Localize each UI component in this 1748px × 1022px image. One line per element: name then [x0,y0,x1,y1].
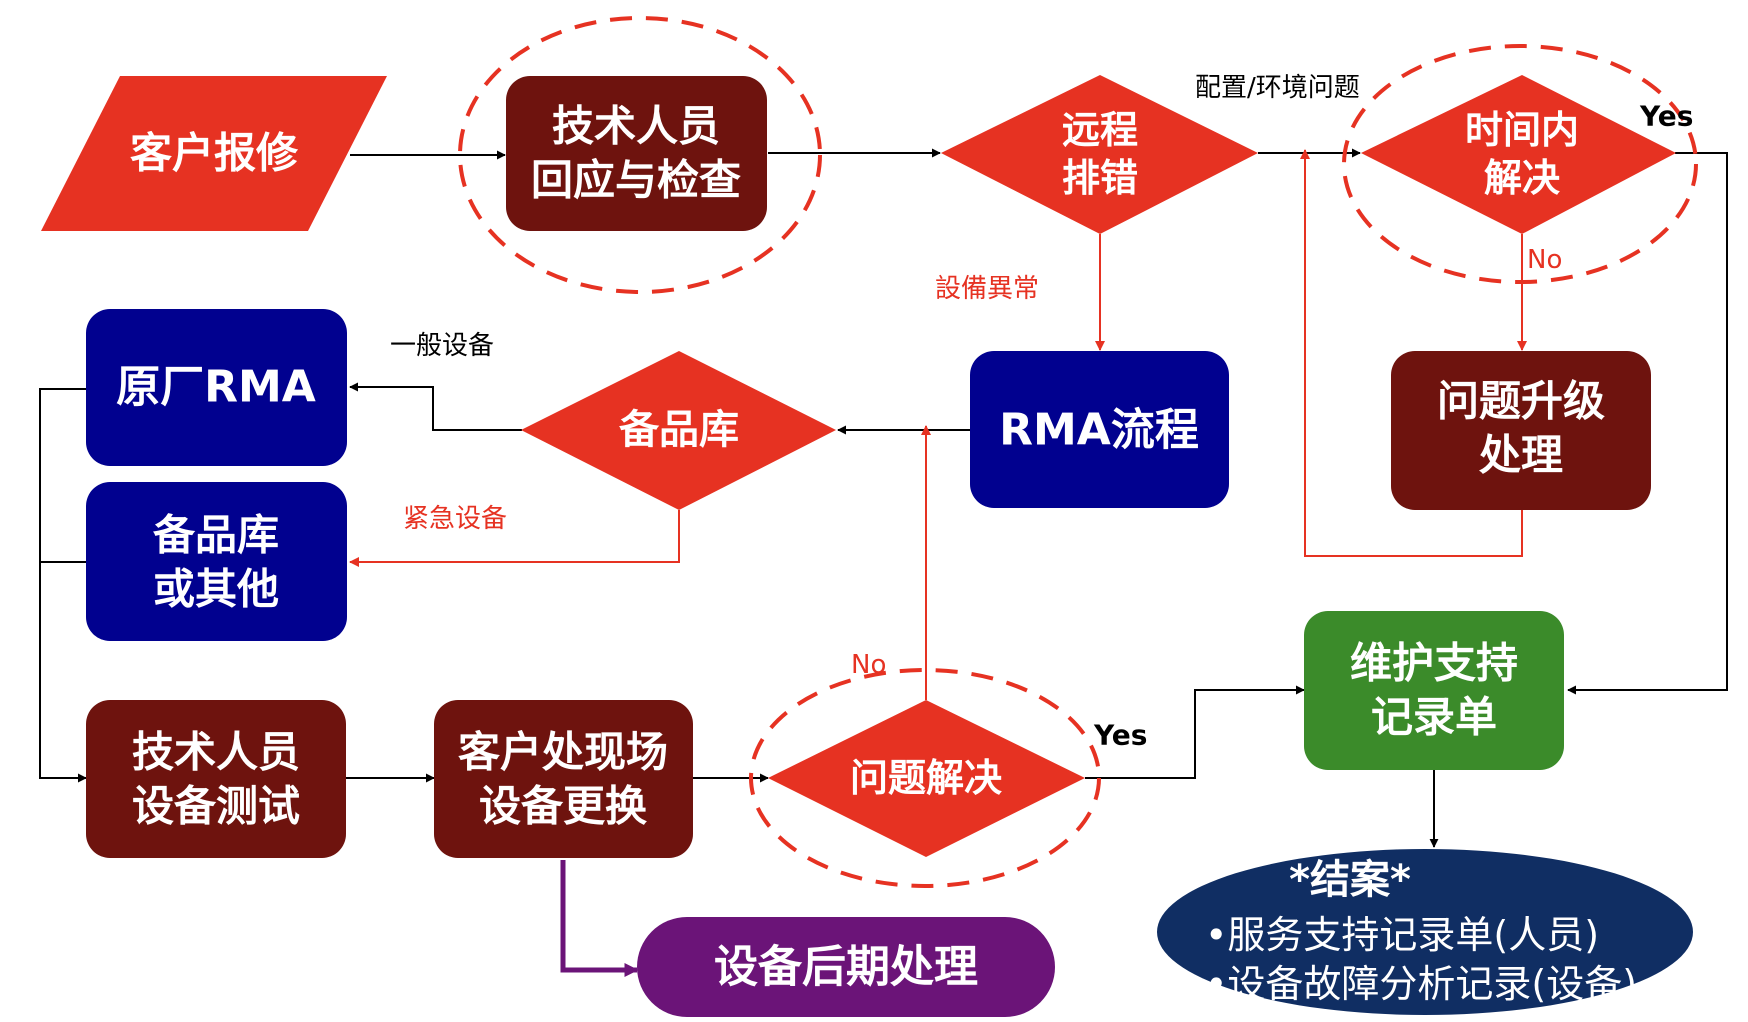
edge-time-yes-to-record [1567,152,1728,695]
maintenance-record-line-1: 维护支持 [1350,639,1518,688]
resolved-in-time-diamond [1361,75,1676,234]
case-close-item-1: •服务支持记录单(人员) [1205,913,1599,957]
tech-response-line-2: 回应与检查 [531,156,741,205]
edge-left-bus [39,388,87,783]
vendor-rma-node [86,309,347,466]
case-close-node [1157,849,1693,1015]
general-device-label: 一般设备 [390,331,494,361]
no-bottom-label: No [851,650,886,680]
rma-process-text: RMA流程 [999,405,1199,456]
resolved-in-time-line-2: 解决 [1484,156,1560,200]
issue-escalation-line-2: 处理 [1479,431,1563,480]
spare-or-other-line-1: 备品库 [153,511,279,560]
issue-resolved-diamond [768,700,1085,857]
no-top-label: No [1527,245,1562,275]
maintenance-record-line-2: 记录单 [1371,693,1497,742]
edge-resolved-yes-to-record [1085,685,1305,779]
device-post-processing-text: 设备后期处理 [714,942,978,993]
tech-response-highlight [458,16,822,294]
yes-bottom-label: Yes [1093,719,1147,752]
issue-resolved-highlight [749,668,1101,888]
urgent-device-label: 紧急设备 [403,504,507,534]
issue-escalation-node [1391,351,1651,510]
remote-troubleshoot-diamond [941,75,1258,234]
case-close-title: *结案* [1289,857,1411,903]
device-post-processing-node [637,917,1055,1017]
resolved-in-time-line-1: 时间内 [1465,108,1579,152]
onsite-replacement-node [434,700,693,858]
vendor-rma-text: 原厂RMA [116,362,316,413]
tech-device-test-line-1: 技术人员 [132,728,300,777]
onsite-replacement-line-1: 客户处现场 [458,728,668,777]
rma-process-node [970,351,1229,508]
customer-report-text: 客户报修 [130,129,299,178]
remote-troubleshoot-line-2: 排错 [1062,156,1138,200]
spare-inventory-diamond [521,351,836,510]
edge-inventory-to-other [349,510,680,567]
remote-troubleshoot-line-1: 远程 [1062,108,1138,152]
spare-or-other-node [86,482,347,641]
yes-top-label: Yes [1639,100,1693,133]
case-close-item-2: •设备故障分析记录(设备) [1205,962,1637,1006]
highlight-rings [458,16,1698,888]
issue-resolved-text: 问题解决 [850,756,1002,800]
tech-response-line-1: 技术人员 [552,102,720,151]
maintenance-record-node [1304,611,1564,770]
device-abnormal-label: 設備異常 [935,274,1039,304]
edge-escalation-loop [1300,149,1523,557]
edge-inventory-to-vendor [349,382,522,431]
tech-response-node [506,76,767,231]
spare-or-other-line-2: 或其他 [153,565,279,614]
issue-escalation-line-1: 问题升级 [1437,377,1605,426]
tech-device-test-node [86,700,346,858]
connectors [39,148,1728,977]
spare-inventory-text: 备品库 [619,407,739,453]
time-resolve-highlight [1342,44,1698,284]
onsite-replacement-line-2: 设备更换 [479,782,647,831]
edge-onsite-to-postprocess [560,860,639,977]
tech-device-test-line-2: 设备测试 [132,782,300,831]
config-env-issue-label: 配置/环境问题 [1195,73,1360,103]
customer-report-node [41,76,387,231]
